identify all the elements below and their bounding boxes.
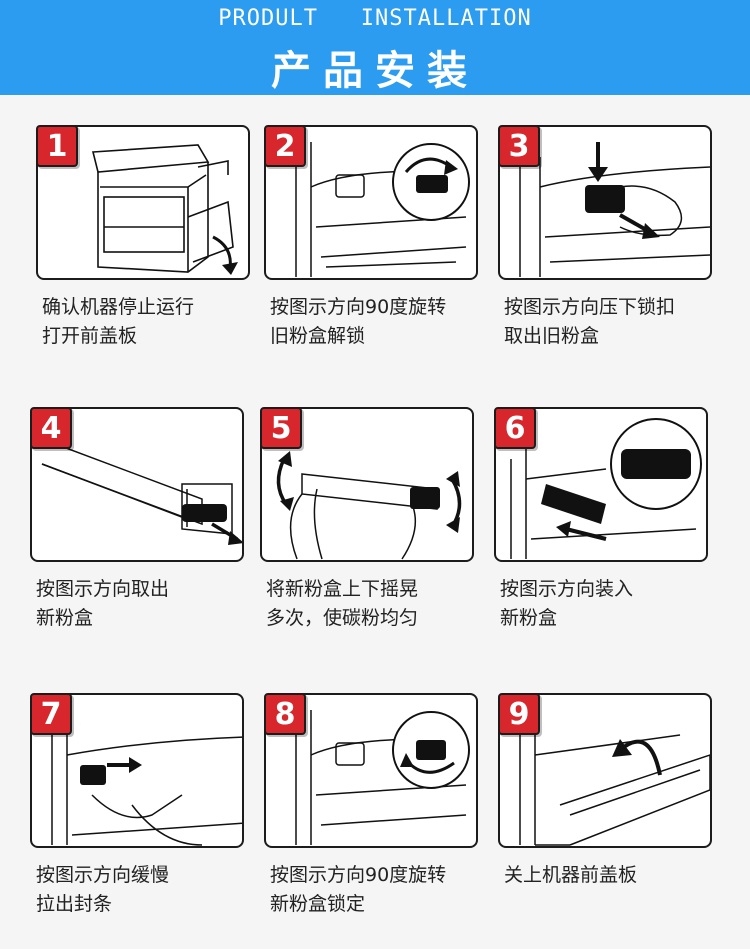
copier-open-cover-illustration: [91, 144, 238, 275]
banner-title-zh: 产品安装: [271, 47, 479, 94]
step-8-illustration: [264, 693, 478, 848]
step-6-line1: 按图示方向装入: [500, 578, 634, 600]
step-7-badge: 7: [30, 693, 72, 735]
step-2-badge: 2: [264, 125, 306, 167]
insert-cartridge-illustration: [510, 418, 702, 559]
step-4-illustration: [30, 407, 244, 562]
step-7-line2: 拉出封条: [36, 893, 113, 915]
step-1-line2: 打开前盖板: [42, 325, 138, 347]
step-8-line1: 按图示方向90度旋转: [270, 864, 447, 886]
step-4-line2: 新粉盒: [36, 607, 94, 629]
step-3-badge: 3: [498, 125, 540, 167]
step-2-line1: 按图示方向90度旋转: [270, 296, 447, 318]
pull-seal-illustration: [51, 725, 242, 846]
step-9-caption: 关上机器前盖板: [504, 861, 744, 890]
step-1-badge: 1: [36, 125, 78, 167]
shake-cartridge-illustration: [276, 451, 462, 560]
step-6-badge: 6: [494, 407, 536, 449]
close-cover-illustration: [519, 725, 710, 846]
step-7-line1: 按图示方向缓慢: [36, 864, 170, 886]
rotate-unlock-illustration: [295, 142, 470, 277]
step-8-line2: 新粉盒锁定: [270, 893, 366, 915]
rotate-lock-illustration: [295, 710, 470, 845]
step-3-line1: 按图示方向压下锁扣: [504, 296, 676, 318]
step-1-caption: 确认机器停止运行 打开前盖板: [42, 293, 282, 351]
banner-title-en: PRODULT INSTALLATION: [218, 6, 532, 31]
step-5-caption: 将新粉盒上下摇晃 多次，使碳粉均匀: [266, 575, 506, 633]
step-4-line1: 按图示方向取出: [36, 578, 170, 600]
step-2-line2: 旧粉盒解锁: [270, 325, 366, 347]
step-3-caption: 按图示方向压下锁扣 取出旧粉盒: [504, 293, 744, 351]
step-5-badge: 5: [260, 407, 302, 449]
step-5-line1: 将新粉盒上下摇晃: [266, 578, 419, 600]
step-3-line2: 取出旧粉盒: [504, 325, 600, 347]
step-8-caption: 按图示方向90度旋转 新粉盒锁定: [270, 861, 510, 919]
step-1-line1: 确认机器停止运行: [42, 296, 195, 318]
step-8-badge: 8: [264, 693, 306, 735]
take-out-cartridge-illustration: [41, 438, 242, 545]
step-6-line2: 新粉盒: [500, 607, 558, 629]
header-banner: PRODULT INSTALLATION 产品安装: [0, 0, 750, 95]
press-lock-remove-illustration: [519, 142, 710, 277]
step-5-line2: 多次，使碳粉均匀: [266, 607, 419, 629]
step-6-caption: 按图示方向装入 新粉盒: [500, 575, 740, 633]
step-4-caption: 按图示方向取出 新粉盒: [36, 575, 276, 633]
step-7-illustration: [30, 693, 244, 848]
step-7-caption: 按图示方向缓慢 拉出封条: [36, 861, 276, 919]
step-9-line1: 关上机器前盖板: [504, 864, 638, 886]
step-9-badge: 9: [498, 693, 540, 735]
step-4-badge: 4: [30, 407, 72, 449]
step-2-caption: 按图示方向90度旋转 旧粉盒解锁: [270, 293, 510, 351]
